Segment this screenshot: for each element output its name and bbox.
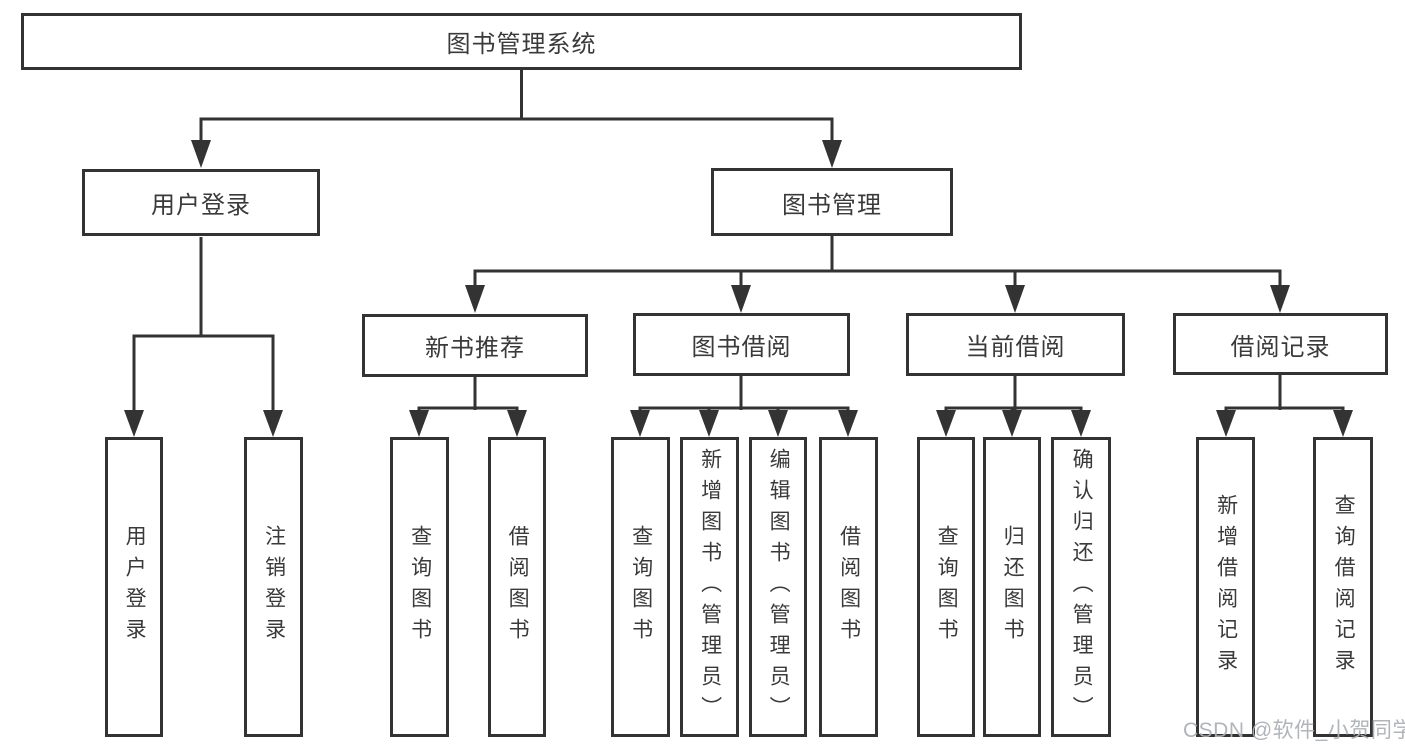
arrow-nb-query <box>409 410 429 437</box>
node-cr-query: 查询图书 <box>917 437 975 737</box>
node-logout-label: 注销登录 <box>262 525 286 649</box>
node-bw-edit: 编辑图书（管理员） <box>749 437 807 737</box>
edge-userlogin-bar <box>132 334 275 413</box>
node-bw-add-label: 新增图书（管理员） <box>698 447 722 727</box>
connector-arrowheads <box>124 140 1353 437</box>
node-nb-borrow: 借阅图书 <box>488 437 546 737</box>
arrow-new-books <box>465 285 485 313</box>
node-logout: 注销登录 <box>244 437 303 737</box>
arrow-rc-query <box>1333 410 1353 437</box>
node-user-login-label: 用户登录 <box>151 192 251 219</box>
node-bw-borrow: 借阅图书 <box>819 437 878 737</box>
arrow-book-mgmt <box>822 140 842 168</box>
arrow-logout <box>263 410 283 437</box>
edge-borrow-bar <box>638 406 850 415</box>
node-root: 图书管理系统 <box>21 13 1022 70</box>
node-login-label: 用户登录 <box>123 525 147 649</box>
node-bw-query: 查询图书 <box>611 437 670 737</box>
node-new-books: 新书推荐 <box>362 314 588 377</box>
node-records: 借阅记录 <box>1173 313 1388 375</box>
node-records-label: 借阅记录 <box>1230 333 1331 361</box>
node-bw-add: 新增图书（管理员） <box>680 437 739 737</box>
arrow-records <box>1270 285 1290 313</box>
node-cr-confirm: 确认归还（管理员） <box>1051 437 1111 737</box>
arrow-bw-add <box>699 410 719 437</box>
node-rc-query-label: 查询借阅记录 <box>1332 494 1356 680</box>
edge-bookmgmt-bar <box>473 269 1282 291</box>
arrow-current <box>1005 285 1025 313</box>
arrow-login <box>124 410 144 437</box>
node-bw-edit-label: 编辑图书（管理员） <box>767 447 791 727</box>
node-rc-add: 新增借阅记录 <box>1196 437 1255 737</box>
arrow-bw-edit <box>768 410 788 437</box>
node-book-mgmt-label: 图书管理 <box>782 191 882 219</box>
node-bw-borrow-label: 借阅图书 <box>837 525 861 649</box>
edge-newbooks-bar <box>417 406 519 415</box>
node-borrow: 图书借阅 <box>633 313 850 376</box>
node-cr-query-label: 查询图书 <box>935 525 959 649</box>
node-root-label: 图书管理系统 <box>446 31 597 58</box>
node-bw-query-label: 查询图书 <box>629 525 653 649</box>
edge-records-bar <box>1224 406 1345 415</box>
arrow-user-login <box>191 140 211 168</box>
node-cr-confirm-label: 确认归还（管理员） <box>1070 447 1094 727</box>
node-cr-return: 归还图书 <box>983 437 1041 737</box>
node-book-mgmt: 图书管理 <box>711 168 953 236</box>
arrow-bw-query <box>630 410 650 437</box>
node-user-login: 用户登录 <box>82 169 320 236</box>
arrow-cr-return <box>1002 410 1022 437</box>
arrow-cr-query <box>936 410 956 437</box>
arrow-nb-borrow <box>507 410 527 437</box>
arrow-borrow <box>731 285 751 313</box>
arrow-rc-add <box>1216 410 1236 437</box>
node-rc-add-label: 新增借阅记录 <box>1214 494 1238 680</box>
arrow-bw-borrow <box>838 410 858 437</box>
arrow-cr-confirm <box>1071 410 1091 437</box>
node-borrow-label: 图书借阅 <box>691 334 792 361</box>
node-rc-query: 查询借阅记录 <box>1313 437 1373 737</box>
node-nb-query-label: 查询图书 <box>408 525 432 649</box>
node-nb-query: 查询图书 <box>390 437 449 737</box>
node-current: 当前借阅 <box>906 313 1125 376</box>
node-nb-borrow-label: 借阅图书 <box>506 525 530 649</box>
node-new-books-label: 新书推荐 <box>425 335 525 362</box>
csdn-watermark: CSDN @软件_小贺同学 <box>1183 719 1405 742</box>
node-current-label: 当前借阅 <box>965 334 1066 361</box>
node-cr-return-label: 归还图书 <box>1001 525 1025 649</box>
edge-root-bar <box>199 117 834 143</box>
node-login: 用户登录 <box>105 437 163 737</box>
